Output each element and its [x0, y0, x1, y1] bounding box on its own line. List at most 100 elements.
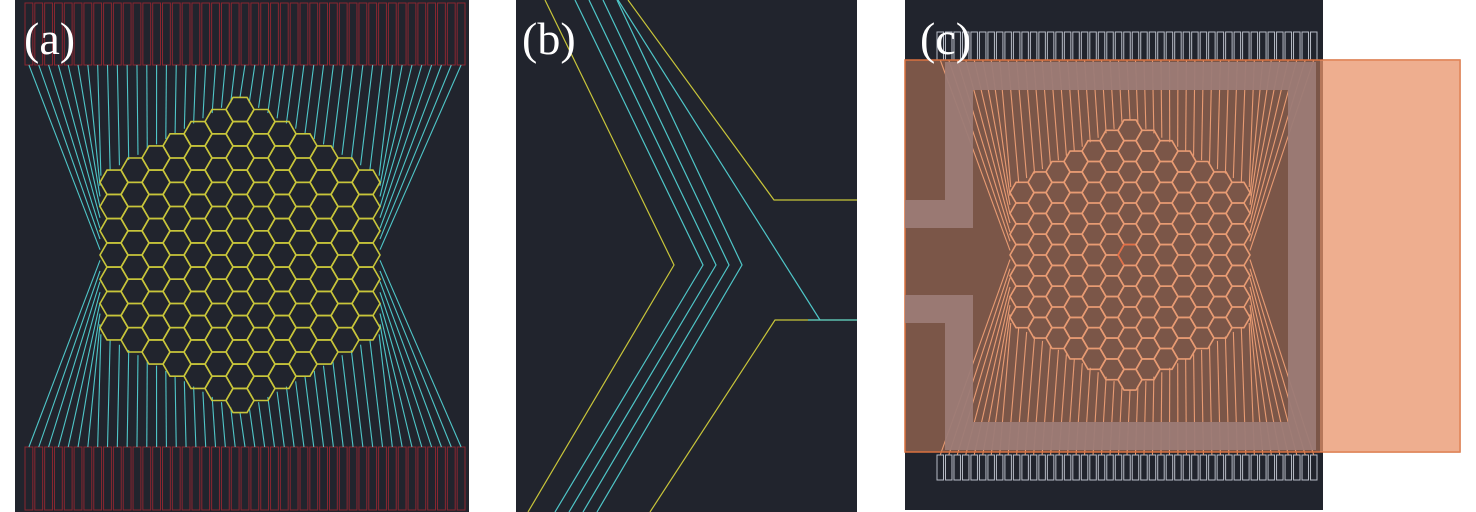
right-boundary-upper — [627, 0, 857, 201]
fan-out-trace — [48, 281, 101, 448]
fan-out-trace — [276, 391, 285, 448]
fan-out-trace — [165, 64, 167, 140]
fan-out-trace — [369, 339, 384, 448]
fan-out-trace — [230, 64, 236, 103]
bottom-pad — [1165, 454, 1174, 481]
fan-out-trace — [360, 344, 374, 448]
fan-out-trace — [332, 64, 344, 150]
fan-out-trace — [379, 302, 423, 448]
fan-out-trace — [136, 355, 139, 448]
fan-out-trace — [106, 64, 111, 171]
bottom-pad — [191, 446, 201, 511]
fan-out-trace — [341, 64, 354, 155]
fan-out-trace — [183, 64, 187, 129]
left-boundary-line — [527, 0, 675, 512]
fan-out-trace — [57, 64, 101, 218]
bottom-pad — [1140, 454, 1148, 481]
hexagon-cell — [1225, 306, 1251, 329]
fan-out-trace — [379, 64, 433, 218]
fan-out-trace — [332, 360, 344, 448]
fan-out-trace — [360, 64, 374, 166]
panel-a-layout — [24, 2, 466, 511]
fan-out-trace — [258, 402, 266, 448]
panel-c-layout — [904, 31, 1461, 481]
top-pad — [44, 2, 53, 66]
fan-out-trace — [67, 302, 101, 448]
trace-line — [568, 0, 717, 512]
fan-out-trace — [211, 396, 217, 448]
fan-out-trace — [28, 64, 101, 250]
bottom-pad — [1157, 454, 1165, 481]
fan-out-trace — [57, 292, 101, 448]
overlay-extension — [1320, 60, 1460, 452]
fan-out-trace — [350, 349, 364, 448]
bottom-pad — [44, 446, 53, 511]
fan-out-trace — [116, 64, 120, 166]
fan-out-trace — [239, 412, 246, 448]
fan-out-trace — [379, 64, 403, 186]
fan-out-trace — [248, 64, 256, 103]
fan-out-trace — [285, 386, 295, 448]
panel-b-label: (b) — [522, 13, 576, 64]
top-pad — [103, 2, 112, 66]
fan-out-trace — [276, 64, 285, 119]
top-pad — [201, 2, 211, 66]
fan-out-trace — [174, 376, 177, 448]
fan-out-trace — [304, 376, 315, 448]
panel-b-trace-detail — [527, 0, 857, 512]
fan-out-trace — [295, 64, 305, 129]
bottom-pad — [1131, 454, 1140, 481]
fan-out-trace — [379, 260, 462, 448]
fan-out-trace — [87, 64, 101, 186]
fan-out-trace — [38, 270, 101, 448]
fan-out-trace — [97, 64, 102, 176]
fan-out-trace — [379, 281, 442, 448]
fan-out-trace — [313, 64, 325, 140]
bottom-pad — [103, 446, 112, 511]
fan-out-trace — [258, 64, 266, 108]
fan-out-trace — [379, 64, 442, 229]
fan-out-trace — [165, 370, 167, 448]
fan-out-trace — [379, 292, 433, 448]
fan-out-trace — [116, 344, 120, 448]
fan-out-trace — [322, 365, 334, 448]
fan-out-trace — [87, 324, 101, 448]
bottom-pad — [201, 446, 211, 511]
fan-out-trace — [379, 313, 413, 448]
fan-out-trace — [379, 324, 403, 448]
fan-out-trace — [202, 391, 207, 448]
top-pad — [191, 2, 201, 66]
fan-out-trace — [379, 64, 423, 208]
fan-out-trace — [193, 386, 197, 448]
panel-b-background — [516, 0, 857, 512]
fan-out-trace — [106, 339, 111, 448]
trace-line — [596, 0, 743, 512]
fan-out-trace — [267, 64, 276, 114]
fan-out-trace — [379, 64, 452, 240]
fan-out-trace — [313, 370, 325, 448]
fan-out-trace — [193, 64, 197, 124]
panel-c-label: (c) — [920, 13, 972, 64]
fan-out-trace — [378, 64, 393, 176]
fan-out-trace — [77, 313, 101, 448]
fan-out-trace — [220, 64, 226, 108]
fan-out-trace — [350, 64, 364, 161]
fan-out-trace — [211, 64, 217, 114]
fan-out-trace — [267, 396, 276, 448]
fan-out-trace — [379, 270, 452, 448]
fan-out-trace — [126, 64, 130, 161]
fan-out-trace — [97, 334, 102, 448]
fan-out-trace — [322, 64, 334, 145]
fan-out-trace — [304, 64, 315, 134]
panel-a-label: (a) — [24, 13, 76, 64]
fan-out-trace — [379, 64, 413, 197]
trace-line — [554, 0, 704, 512]
hexagon-cell — [351, 314, 381, 341]
fan-out-trace — [136, 64, 139, 155]
frame-electrode — [905, 62, 1316, 450]
trace-line — [617, 0, 821, 321]
fan-out-trace — [77, 64, 101, 197]
fan-out-trace — [295, 381, 305, 448]
bottom-pad — [250, 446, 260, 511]
